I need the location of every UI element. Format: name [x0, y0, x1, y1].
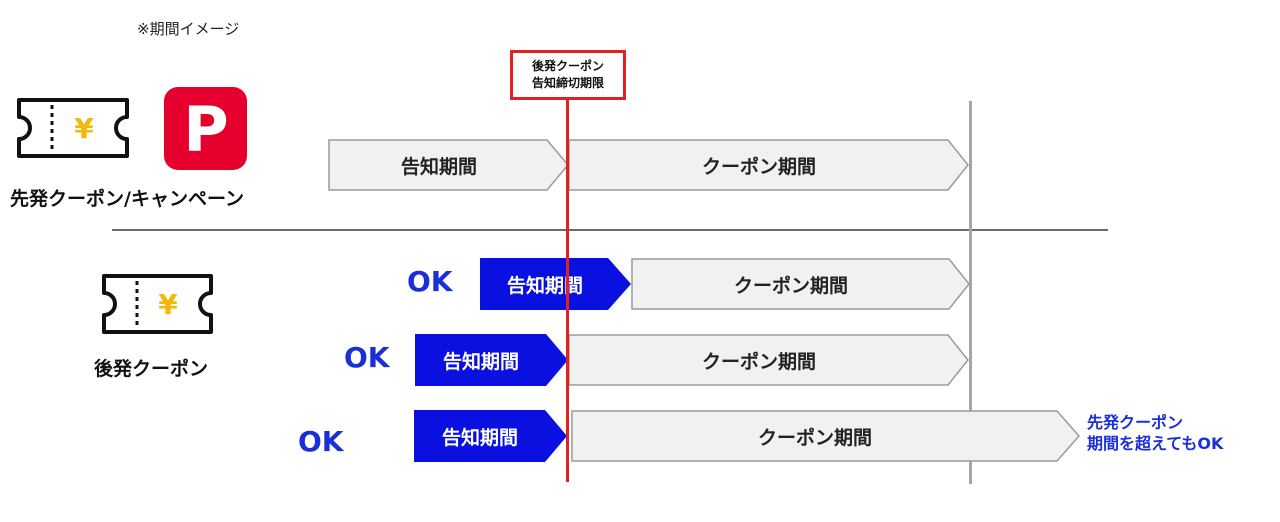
coupon-period-label: クーポン期間 — [701, 155, 816, 178]
extension-note-line1: 先発クーポン — [1087, 413, 1184, 432]
senpatsu-end-line — [969, 101, 972, 484]
deadline-label-line2: 告知締切期限 — [531, 76, 604, 90]
paypay-letter: P — [183, 93, 228, 166]
coupon-period-arrow: クーポン期間 — [568, 334, 970, 386]
extension-note-line2: 期間を超えてもOK — [1087, 434, 1224, 453]
paypay-logo-icon: P — [164, 87, 247, 174]
coupon-ticket-icon: ¥ — [101, 273, 214, 339]
yen-symbol: ¥ — [74, 112, 94, 145]
section-divider — [112, 229, 1108, 231]
deadline-label-line1: 後発クーポン — [531, 59, 604, 73]
ok-label: OK — [344, 341, 390, 374]
notice-period-arrow: 告知期間 — [480, 258, 632, 310]
notice-period-arrow: 告知期間 — [415, 334, 569, 386]
coupon-period-arrow: クーポン期間 — [571, 410, 1081, 462]
extension-note: 先発クーポン 期間を超えてもOK — [1087, 412, 1223, 454]
notice-period-label: 告知期間 — [442, 350, 519, 373]
notice-period-label: 告知期間 — [506, 274, 583, 297]
notice-period-arrow: 告知期間 — [328, 139, 570, 191]
coupon-period-label: クーポン期間 — [701, 350, 816, 373]
coupon-period-arrow: クーポン期間 — [631, 258, 971, 310]
yen-symbol: ¥ — [158, 288, 178, 321]
period-image-note: ※期間イメージ — [137, 20, 240, 38]
category-label-senpatsu: 先発クーポン/キャンペーン — [10, 188, 244, 210]
category-label-kohatsu: 後発クーポン — [94, 358, 209, 380]
coupon-period-label: クーポン期間 — [733, 274, 848, 297]
coupon-period-label: クーポン期間 — [757, 426, 872, 449]
ok-label: OK — [407, 265, 453, 298]
deadline-line — [566, 100, 569, 482]
coupon-ticket-icon: ¥ — [16, 97, 130, 163]
deadline-label-box: 後発クーポン 告知締切期限 — [510, 50, 626, 100]
coupon-period-arrow: クーポン期間 — [568, 139, 970, 191]
ok-label: OK — [298, 425, 344, 458]
notice-period-label: 告知期間 — [400, 155, 477, 178]
notice-period-arrow: 告知期間 — [414, 410, 568, 462]
notice-period-label: 告知期間 — [441, 426, 518, 449]
